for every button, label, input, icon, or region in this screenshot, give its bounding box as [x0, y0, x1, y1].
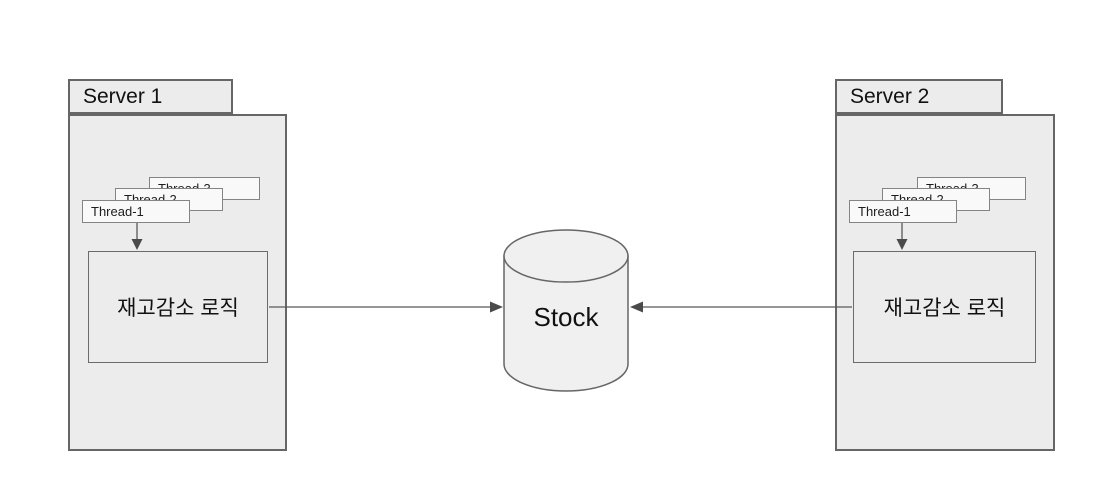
server1-thread-1-box: Thread-1 — [82, 200, 190, 223]
server2-title: Server 2 — [850, 84, 930, 108]
server1-thread-1-label: Thread-1 — [91, 204, 144, 219]
server1-title: Server 1 — [83, 84, 163, 108]
arrowhead-server2-to-stock — [630, 301, 643, 313]
server1-logic-label: 재고감소 로직 — [117, 297, 239, 320]
arrowhead-server1-to-stock — [490, 301, 503, 313]
stock-cylinder-top — [503, 229, 629, 283]
server2-tab: Server 2 — [835, 79, 1003, 114]
server1-tab: Server 1 — [68, 79, 233, 114]
server2-logic-box: 재고감소 로직 — [853, 251, 1036, 363]
server2-logic-label: 재고감소 로직 — [883, 297, 1006, 320]
server2-thread-1-box: Thread-1 — [849, 200, 957, 223]
server2-thread-1-label: Thread-1 — [858, 204, 911, 219]
stock-database-label: Stock — [533, 301, 599, 332]
server1-logic-box: 재고감소 로직 — [88, 251, 268, 363]
